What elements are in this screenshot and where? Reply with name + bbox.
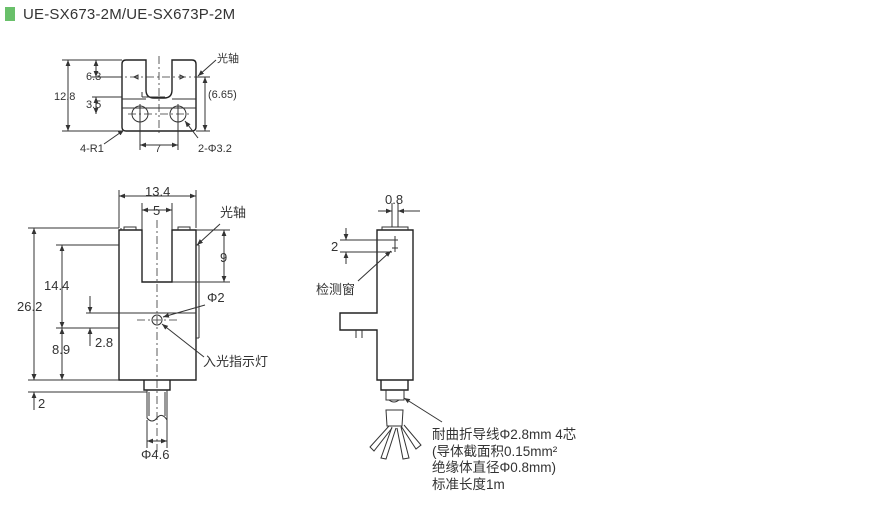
label-indicator: 入光指示灯 [203,354,268,369]
dim-7: 7 [155,143,161,155]
dim-12-8: 12.8 [54,91,75,103]
dim-6-65: (6.65) [208,89,237,101]
cable-note-line-2: (导体截面积0.15mm² [432,444,558,459]
title-marker [5,7,15,21]
label-optical-axis-top: 光轴 [217,51,239,65]
dim-phi2: Φ2 [207,290,225,305]
label-optical-axis-front: 光轴 [220,205,246,220]
dim-2-side: 2 [331,239,338,254]
dim-2-bottom: 2 [38,396,45,411]
title-bar: UE-SX673-2M/UE-SX673P-2M [5,4,235,24]
cable-note-line-3: 绝缘体直径Φ0.8mm) [432,460,556,475]
front-view: 13.4 5 9 光轴 26.2 14.4 8.9 2.8 [17,184,268,462]
label-holes: 2-Φ3.2 [198,143,232,155]
dim-3-5: 3.5 [86,99,101,111]
label-window: 检测窗 [316,282,355,297]
dim-26-2: 26.2 [17,299,42,314]
page-title: UE-SX673-2M/UE-SX673P-2M [23,5,236,23]
top-view: 6.3 12.8 3.5 (6.65) 7 光轴 4-R1 2-Φ3.2 [54,51,239,155]
top-view-outline [121,59,197,132]
dim-5: 5 [153,203,160,218]
dim-14-4: 14.4 [44,278,69,293]
side-view: 0.8 2 检测窗 耐曲折导线Φ2.8mm 4芯 (导体截面积0.15mm² 绝… [316,192,576,492]
dim-9: 9 [220,250,227,265]
dim-2-8: 2.8 [95,335,113,350]
label-radius: 4-R1 [80,143,104,155]
dim-13-4: 13.4 [145,184,170,199]
cable-note-line-4: 标准长度1m [432,477,505,492]
dim-8-9: 8.9 [52,342,70,357]
front-view-outline [118,229,197,381]
dim-0-8: 0.8 [385,192,403,207]
dim-6-3: 6.3 [86,71,101,83]
dim-phi4-6: Φ4.6 [141,447,169,462]
cable-note-line-1: 耐曲折导线Φ2.8mm 4芯 [432,427,576,442]
side-view-outline [339,229,414,381]
